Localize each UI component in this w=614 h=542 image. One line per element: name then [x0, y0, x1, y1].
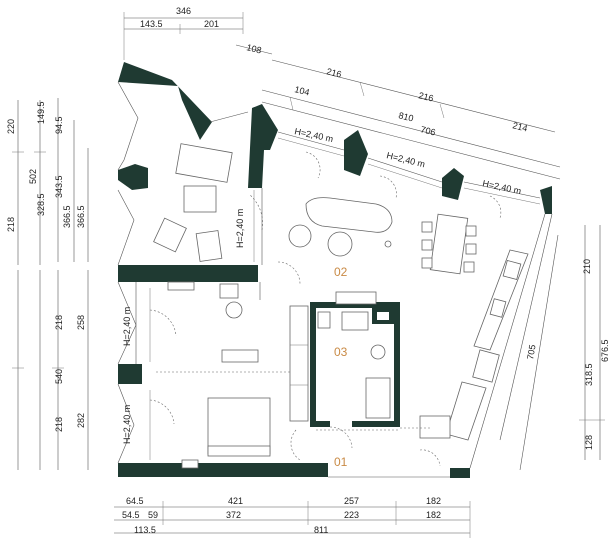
dim-108: 108 [246, 42, 263, 55]
bathroom-wall-right [394, 302, 400, 427]
dim-218-c: 218 [54, 417, 64, 432]
doors [149, 151, 502, 467]
height-label-4: H=2,40 m [235, 209, 245, 248]
dim-201: 201 [204, 19, 219, 29]
sink [341, 311, 369, 331]
dim-343-5: 343.5 [54, 175, 64, 198]
dim-94-5: 94.5 [54, 116, 64, 134]
wall-mid-horizontal [118, 265, 258, 282]
height-label-5: H=2,40 m [122, 307, 132, 346]
room-number-02: 02 [334, 265, 348, 279]
height-label-1: H=2,40 m [294, 126, 335, 144]
dim-502: 502 [28, 169, 38, 184]
coffee-table [183, 185, 217, 213]
dim-346: 346 [176, 6, 191, 16]
dim-182-a: 182 [426, 496, 441, 506]
dim-282: 282 [76, 413, 86, 428]
dashed-lines [156, 371, 430, 431]
bed [207, 397, 271, 455]
sofa-upper [175, 143, 233, 183]
furniture [153, 143, 529, 469]
outer-lines [117, 81, 553, 478]
dim-59: 59 [148, 510, 158, 520]
office-chair [225, 301, 243, 319]
dim-216-b: 216 [418, 90, 435, 103]
toilet [370, 344, 386, 360]
height-label-6: H=2,40 m [122, 405, 132, 444]
dim-421: 421 [228, 496, 243, 506]
bathroom-wall-bottom-right [352, 421, 400, 427]
wall-top-left [118, 62, 212, 140]
dim-223: 223 [344, 510, 359, 520]
wall-column-1 [248, 104, 278, 188]
dim-258: 258 [76, 315, 86, 330]
height-label-2: H=2,40 m [386, 150, 427, 169]
dim-218-b: 218 [54, 315, 64, 330]
wall-bottom-right [450, 468, 470, 478]
entry-cabinet [419, 415, 451, 439]
dim-811: 811 [314, 525, 328, 535]
bathroom-wall-top [310, 302, 400, 308]
lounger-2 [195, 230, 223, 262]
dim-810: 810 [398, 110, 415, 123]
wall-bottom [118, 463, 328, 477]
dimension-lines [12, 12, 605, 538]
wardrobe [289, 305, 309, 422]
dim-705: 705 [525, 344, 537, 361]
dim-216-a: 216 [326, 66, 343, 79]
dim-706: 706 [420, 124, 437, 137]
dim-104: 104 [294, 84, 311, 97]
wall-column-2 [344, 130, 368, 176]
dim-218-a: 218 [6, 217, 16, 232]
dim-328-5: 328.5 [36, 193, 46, 216]
wall-mid-left [118, 364, 142, 384]
dim-210: 210 [582, 259, 592, 274]
dining-table [429, 213, 469, 275]
dim-366-5-b: 366.5 [76, 205, 86, 228]
lounger-1 [153, 217, 187, 253]
dim-318-5: 318.5 [584, 363, 594, 386]
dim-676-5: 676.5 [600, 339, 610, 362]
dim-128: 128 [584, 435, 594, 450]
dim-372: 372 [226, 510, 241, 520]
dim-113-5: 113.5 [134, 525, 156, 535]
dim-64-5: 64.5 [126, 496, 144, 506]
bench [221, 349, 259, 363]
wall-left-notch [118, 164, 148, 190]
walls [118, 62, 552, 478]
bathtub [365, 377, 391, 419]
fridge [472, 349, 500, 383]
dim-182-b: 182 [426, 510, 441, 520]
hall-console [335, 291, 377, 305]
dim-366-5-a: 366.5 [62, 205, 72, 228]
storage-cabinet [445, 381, 487, 441]
windows [149, 137, 541, 460]
room-number-03: 03 [334, 345, 348, 359]
room-number-01: 01 [334, 455, 348, 469]
round-table [327, 231, 353, 257]
height-label-3: H=2,40 m [482, 178, 523, 196]
dim-143-5: 143.5 [140, 19, 163, 29]
wall-column-3 [442, 168, 464, 200]
bathroom-wall-left [310, 302, 316, 427]
dim-540: 540 [54, 369, 64, 384]
bathroom-wall-bottom-left [310, 421, 330, 427]
dim-257: 257 [344, 496, 359, 506]
side-table [288, 224, 312, 248]
dim-149-5: 149.5 [36, 101, 46, 124]
desk [167, 281, 195, 291]
wall-right-corner [540, 186, 552, 214]
dim-214: 214 [512, 120, 529, 133]
dim-54-5: 54.5 [122, 510, 140, 520]
dim-220: 220 [6, 119, 16, 134]
living-sofa [305, 197, 393, 233]
